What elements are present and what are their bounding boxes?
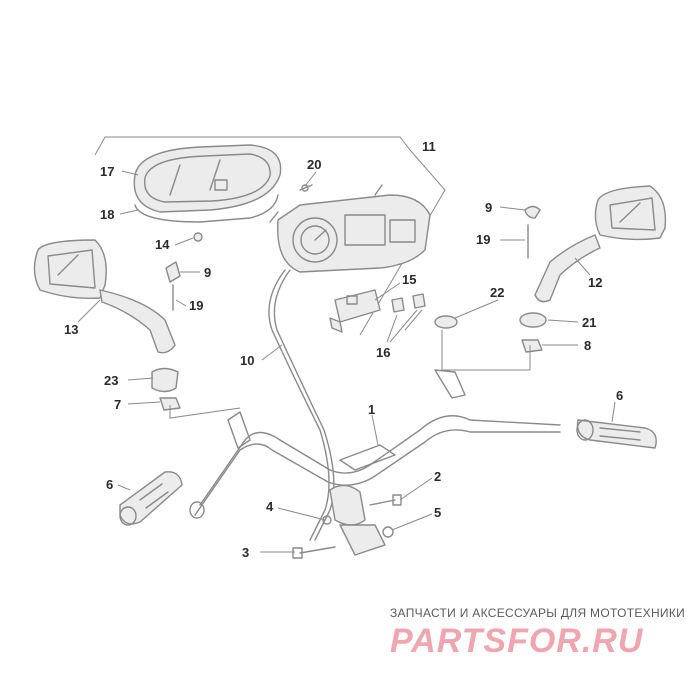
grip-right	[576, 419, 657, 449]
callout-19-left: 19	[189, 298, 203, 313]
watermark-logo: PARTSFOR.RU	[390, 622, 644, 660]
watermark-caption: ЗАПЧАСТИ И АКСЕССУАРЫ ДЛЯ МОТОТЕХНИКИ	[390, 606, 685, 620]
callout-11: 11	[422, 139, 436, 154]
callout-14: 14	[155, 237, 170, 252]
callout-18: 18	[100, 207, 114, 222]
mirror-adaptor-23	[151, 367, 179, 393]
speedometer-cable	[268, 269, 330, 541]
callout-10: 10	[240, 353, 254, 368]
bolt-3	[292, 546, 336, 559]
washer-22	[434, 315, 458, 329]
lens-gasket	[134, 194, 279, 223]
callout-1: 1	[368, 402, 375, 417]
mirror-adaptor-21	[519, 312, 547, 328]
riser-clamp	[329, 484, 386, 556]
bulb-socket-20	[299, 184, 313, 192]
grip-left	[119, 471, 183, 526]
bolt-2	[369, 494, 402, 506]
callout-20: 20	[307, 157, 321, 172]
mirror-left	[33, 239, 176, 354]
clip-16b	[412, 293, 426, 309]
callout-6-right: 6	[616, 388, 623, 403]
mirror-bracket-right	[434, 369, 466, 399]
callout-6-left: 6	[106, 477, 113, 492]
leader-7-assembly	[169, 405, 241, 419]
callout-13: 13	[64, 322, 78, 337]
callout-17: 17	[100, 164, 114, 179]
switch-block-15	[329, 289, 381, 333]
clip-16a	[391, 297, 405, 313]
nut-5	[382, 526, 394, 538]
callout-5: 5	[434, 505, 441, 520]
callout-8: 8	[584, 338, 591, 353]
callout-9-right: 9	[485, 200, 492, 215]
instrument-lens	[133, 144, 282, 213]
callout-2: 2	[434, 469, 441, 484]
callout-21: 21	[582, 315, 596, 330]
callout-3: 3	[242, 545, 249, 560]
leader-8-assembly	[441, 330, 531, 371]
callout-4: 4	[266, 499, 274, 514]
mirror-nut-7	[159, 397, 181, 411]
callout-15: 15	[402, 272, 416, 287]
mirror-nut-8	[521, 339, 543, 353]
callout-16: 16	[376, 345, 390, 360]
callout-19-right: 19	[476, 232, 490, 247]
mirror-right	[534, 185, 667, 303]
instrument-cluster	[269, 184, 431, 273]
callout-22: 22	[490, 285, 504, 300]
callout-7: 7	[114, 397, 121, 412]
callout-9-left: 9	[204, 265, 211, 280]
callout-12: 12	[588, 275, 602, 290]
mirror-bracket-left	[227, 411, 251, 449]
small-screw-14	[193, 232, 203, 242]
group-bracket-11	[94, 136, 446, 336]
mirror-cap-left-9	[165, 261, 181, 283]
callout-23: 23	[104, 373, 118, 388]
handlebar	[189, 415, 561, 519]
mirror-cap-right-9	[524, 205, 541, 219]
